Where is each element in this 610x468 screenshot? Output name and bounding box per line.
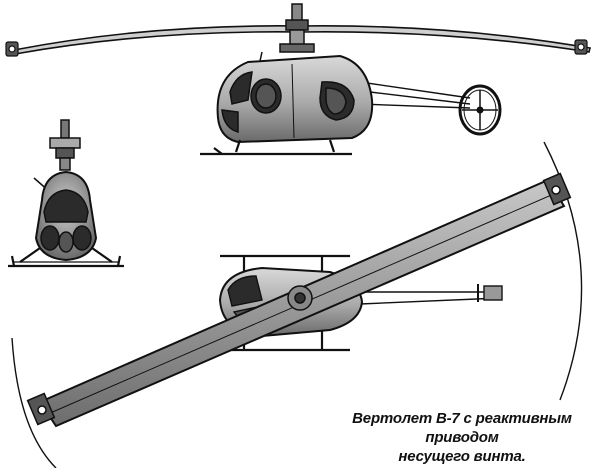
top-rotor-tip-right [542, 172, 572, 206]
front-landing-skids [8, 247, 124, 268]
side-rotor-tip-left [5, 41, 19, 57]
side-landing-skids [200, 139, 352, 156]
side-cabin-windows [221, 71, 355, 133]
rotor-sweep-arc-left [11, 337, 57, 468]
side-tail-rotor [458, 84, 502, 136]
top-view [11, 141, 583, 468]
front-view [8, 119, 124, 268]
caption-line-2: несущего винта. [398, 448, 526, 465]
caption-line-1: Вертолет В-7 с реактивным приводом [352, 410, 572, 446]
front-windows [40, 189, 92, 253]
top-rotor-tip-left [26, 392, 56, 426]
top-tail-boom [359, 284, 503, 305]
front-rotor-mast [49, 119, 81, 171]
side-rotor-blade [13, 25, 591, 55]
side-tail-boom [359, 81, 471, 109]
side-rotor-mast [279, 3, 315, 53]
top-rotor-hub [287, 285, 313, 311]
side-rotor-tip-right [574, 39, 588, 55]
side-view [5, 3, 591, 156]
figure-caption: Вертолет В-7 с реактивным приводом несущ… [318, 409, 606, 466]
side-cabin [216, 54, 374, 144]
